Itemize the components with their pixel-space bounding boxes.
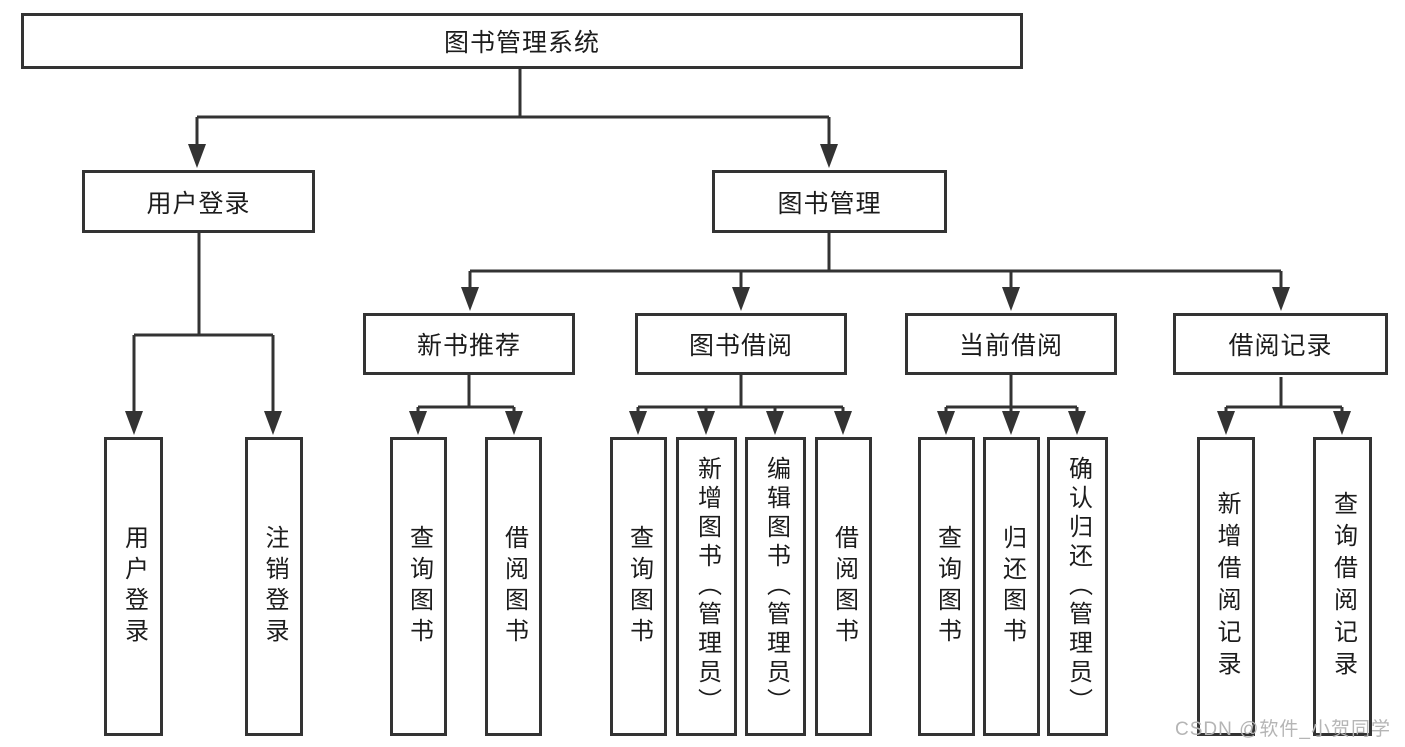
node-label: 借阅记录	[1228, 332, 1333, 360]
arrowhead-icon	[505, 411, 523, 435]
connector-current-borrow-split	[944, 375, 1079, 413]
node-label: 图书借阅	[688, 332, 793, 360]
arrowhead-icon	[461, 287, 479, 311]
node-label: 图书管理系统	[443, 29, 600, 57]
node-leaf-confirm-return-admin: 确认归还（管理员）	[1047, 437, 1108, 736]
node-label: 注销登录	[261, 524, 288, 649]
node-user-login: 用户登录	[82, 170, 315, 233]
node-label: 查询借阅记录	[1329, 490, 1357, 683]
node-label: 查询图书	[625, 524, 653, 649]
node-label: 归还图书	[998, 524, 1026, 649]
node-label: 新增图书（管理员）	[693, 456, 721, 717]
arrowhead-icon	[188, 144, 206, 168]
node-label: 借阅图书	[500, 524, 528, 649]
node-leaf-borrow-book-2: 借阅图书	[815, 437, 872, 736]
connector-book-borrow-split	[636, 375, 845, 413]
node-new-book-recommend: 新书推荐	[363, 313, 575, 375]
node-leaf-logout: 注销登录	[245, 437, 303, 736]
arrowhead-icon	[1002, 411, 1020, 435]
connector-book-mgmt-split	[468, 233, 1283, 289]
connector-new-book-split	[416, 375, 516, 413]
csdn-watermark: CSDN @软件_小贺同学	[1175, 719, 1391, 740]
connector-root-split	[195, 69, 831, 146]
arrowhead-icon	[732, 287, 750, 311]
arrowhead-icon	[766, 411, 784, 435]
connector-borrow-record-split	[1224, 377, 1344, 413]
arrowhead-icon	[264, 411, 282, 435]
arrowhead-icon	[1272, 287, 1290, 311]
node-leaf-user-login: 用户登录	[104, 437, 163, 736]
arrowhead-icon	[937, 411, 955, 435]
arrowhead-icon	[1333, 411, 1351, 435]
node-leaf-query-book-1: 查询图书	[390, 437, 447, 736]
arrowhead-icon	[125, 411, 143, 435]
arrowhead-icon	[697, 411, 715, 435]
node-label: 借阅图书	[830, 524, 858, 649]
node-book-borrow: 图书借阅	[635, 313, 847, 375]
arrowhead-icon	[629, 411, 647, 435]
node-leaf-add-book-admin: 新增图书（管理员）	[676, 437, 737, 736]
arrowhead-icon	[834, 411, 852, 435]
node-leaf-return-book: 归还图书	[983, 437, 1040, 736]
arrowhead-icon	[409, 411, 427, 435]
node-label: 当前借阅	[958, 332, 1063, 360]
node-label: 编辑图书（管理员）	[762, 456, 790, 717]
node-leaf-query-book-3: 查询图书	[918, 437, 975, 736]
arrowhead-icon	[1002, 287, 1020, 311]
node-label: 图书管理	[777, 189, 882, 218]
node-borrow-record: 借阅记录	[1173, 313, 1388, 375]
node-leaf-borrow-book-1: 借阅图书	[485, 437, 542, 736]
arrowhead-icon	[1068, 411, 1086, 435]
connector-user-login-split	[132, 233, 275, 413]
node-label: 用户登录	[120, 524, 148, 649]
node-label: 查询图书	[405, 524, 433, 649]
node-label: 查询图书	[933, 524, 961, 649]
node-book-management: 图书管理	[712, 170, 947, 233]
node-leaf-query-borrow-record: 查询借阅记录	[1313, 437, 1372, 736]
node-root-library-system: 图书管理系统	[21, 13, 1023, 69]
node-label: 用户登录	[146, 189, 251, 218]
arrowhead-icon	[1217, 411, 1235, 435]
node-current-borrow: 当前借阅	[905, 313, 1117, 375]
node-leaf-edit-book-admin: 编辑图书（管理员）	[745, 437, 806, 736]
node-label: 新书推荐	[416, 332, 521, 360]
node-leaf-query-book-2: 查询图书	[610, 437, 667, 736]
node-label: 确认归还（管理员）	[1064, 456, 1092, 717]
node-label: 新增借阅记录	[1213, 490, 1240, 683]
node-leaf-add-borrow-record: 新增借阅记录	[1197, 437, 1255, 736]
arrowhead-icon	[820, 144, 838, 168]
